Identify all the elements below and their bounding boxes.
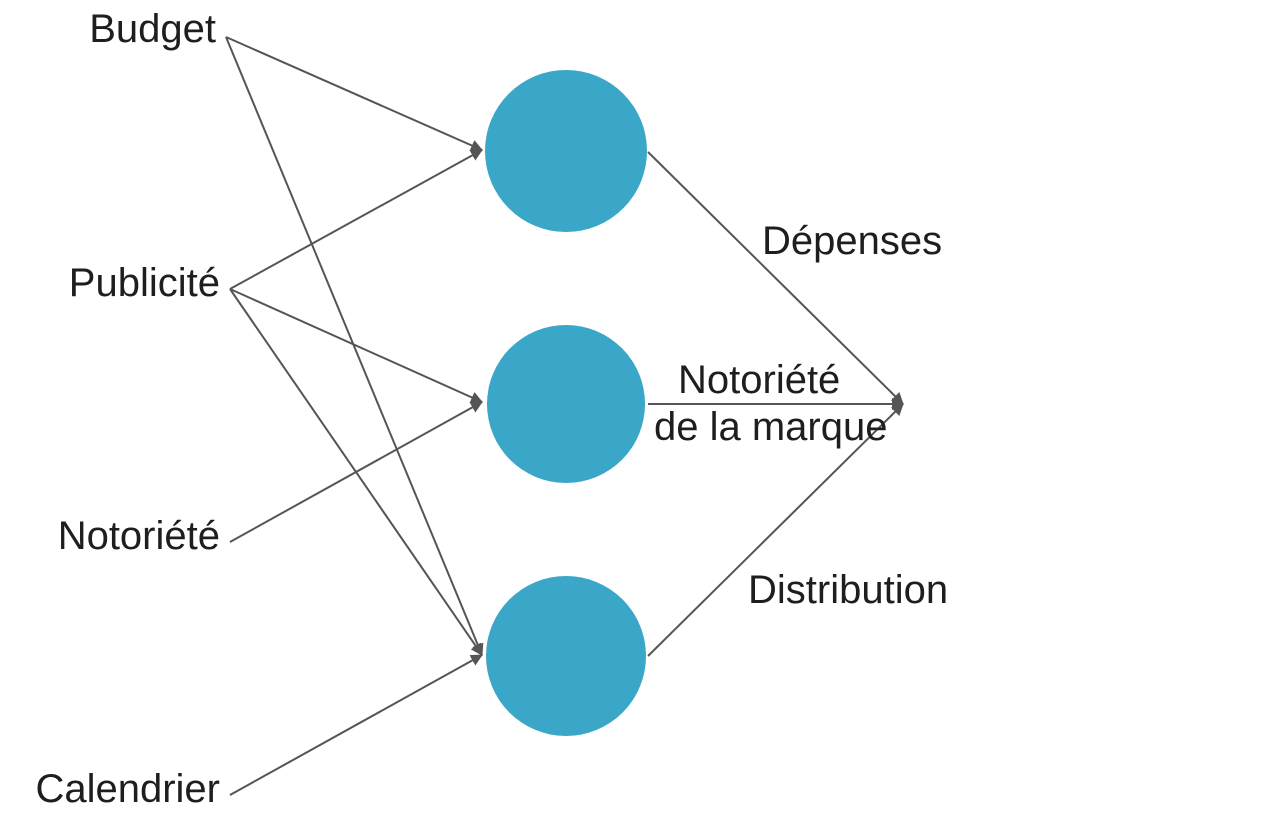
edge-budget-h3: [225, 36, 484, 656]
input-label-notoriete: Notoriété: [58, 514, 220, 558]
input-label-calendrier: Calendrier: [35, 767, 220, 811]
hidden-node-3: [486, 576, 646, 736]
output-label-depenses: Dépenses: [762, 219, 942, 263]
input-label-publicite: Publicité: [69, 261, 220, 305]
edge-publicite-h1: [229, 149, 483, 290]
output-label-notoriete-line2: de la marque: [654, 405, 887, 449]
output-label-distribution: Distribution: [748, 568, 948, 612]
edge-calendrier-h3: [229, 654, 483, 796]
edge-budget-h1: [225, 36, 483, 152]
hidden-node-1: [485, 70, 647, 232]
edge-h1-output: [647, 151, 904, 405]
edge-notoriete-h2: [229, 401, 483, 543]
output-label-notoriete-line1: Notoriété: [678, 358, 840, 402]
edge-publicite-h2: [229, 288, 483, 403]
edge-h3-output: [647, 403, 904, 657]
hidden-node-2: [487, 325, 645, 483]
input-label-budget: Budget: [89, 7, 216, 51]
